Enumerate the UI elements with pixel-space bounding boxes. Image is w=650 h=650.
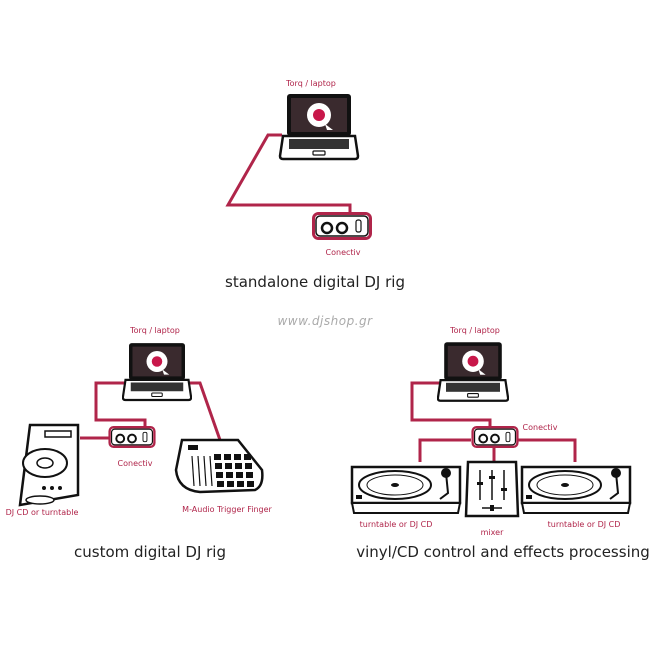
deck-right-label: turntable or DJ CD: [547, 520, 621, 529]
laptop-label: Torq / laptop: [450, 326, 500, 335]
conectiv-interface-icon: [312, 212, 372, 240]
interface-label: Conectiv: [117, 459, 153, 468]
rig-caption: standalone digital DJ rig: [225, 273, 405, 291]
deck-left-label: turntable or DJ CD: [359, 520, 433, 529]
mixer-icon: [464, 460, 520, 518]
laptop-icon: [122, 341, 192, 402]
cd-player-icon: [18, 423, 80, 507]
interface-label: Conectiv: [522, 423, 558, 432]
cables: [80, 133, 577, 462]
conectiv-interface-icon: [108, 426, 156, 448]
mixer-label: mixer: [480, 528, 504, 537]
laptop-label: Torq / laptop: [286, 79, 336, 88]
turntable-left-icon: [350, 465, 462, 515]
rig-caption: custom digital DJ rig: [74, 543, 226, 561]
rig-caption: vinyl/CD control and effects processing: [356, 543, 650, 561]
interface-label: Conectiv: [325, 248, 361, 257]
conectiv-interface-icon: [471, 426, 519, 448]
trigger-finger-controller-icon: [174, 438, 264, 494]
turntable-right-icon: [520, 465, 632, 515]
cd-player-label: DJ CD or turntable: [5, 508, 79, 517]
laptop-icon: [278, 92, 360, 161]
laptop-label: Torq / laptop: [130, 326, 180, 335]
watermark: www.djshop.gr: [277, 314, 373, 328]
laptop-icon: [437, 341, 509, 402]
controller-label: M-Audio Trigger Finger: [182, 505, 272, 514]
